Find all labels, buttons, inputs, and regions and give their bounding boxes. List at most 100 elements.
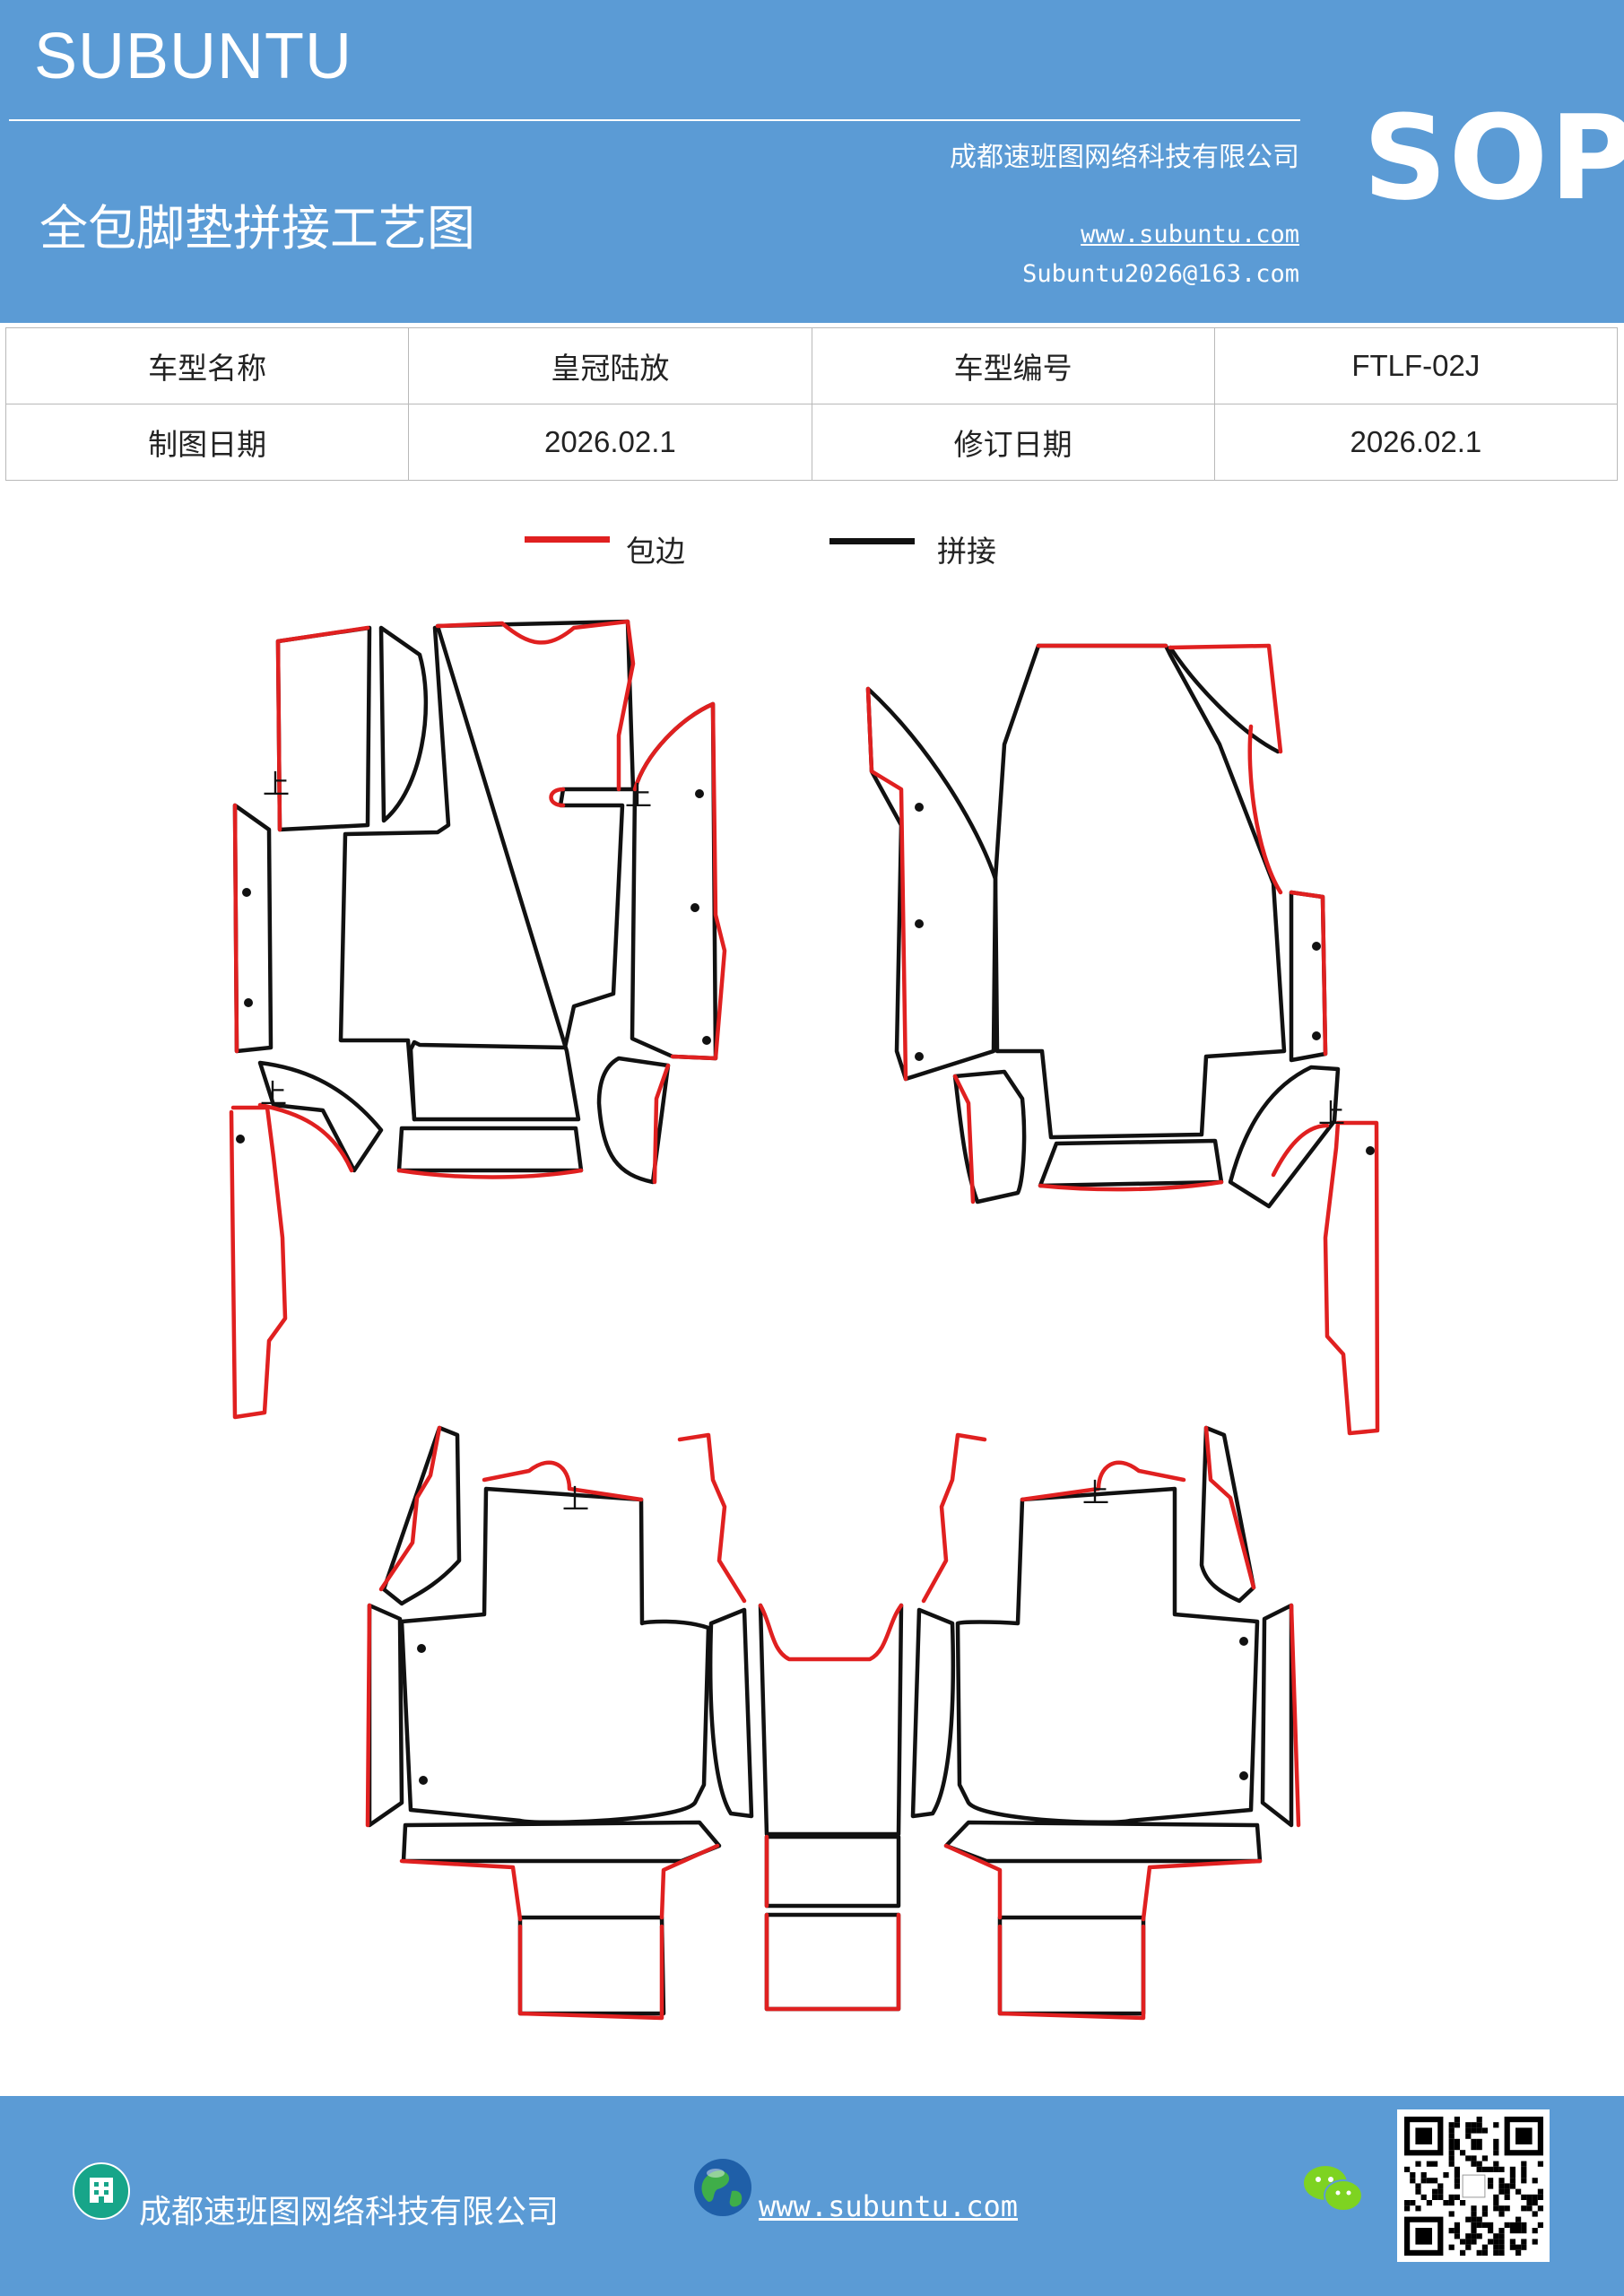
orientation-marks: 上上上上上上 [236,770,1375,1785]
header-divider [9,119,1300,121]
edge-segment [1247,724,1283,895]
up-mark: 上 [263,770,290,801]
draw-date-label: 制图日期 [4,404,410,481]
edge-segment [1289,1603,1301,1828]
table-row: 车型名称 皇冠陆放 车型编号 FTLF-02J [4,327,1619,404]
anchor-dot [695,789,704,798]
mat-piece [910,1607,956,1819]
model-name-value: 皇冠陆放 [408,327,812,404]
edge-segment [275,625,370,832]
edge-segment [365,1603,372,1828]
edge-segment [677,1432,747,1604]
mat-piece [952,1069,1027,1205]
mat-piece [367,1603,404,1828]
mat-piece [396,1126,584,1173]
footer-company-name: 成都速班图网络科技有限公司 [139,2194,560,2231]
seam-lines [232,619,1341,2016]
edge-segment [764,1912,901,2012]
edge-segment [652,1063,671,1185]
edge-segment [632,701,727,1061]
anchor-dot [419,1776,428,1785]
mat-piece [997,1915,1146,2016]
mat-piece [764,1834,901,1909]
edge-segment [257,1102,354,1173]
mat-piece [257,1060,384,1173]
anchor-dot [1239,1771,1248,1780]
anchor-dot [244,998,253,1007]
mat-piece [1260,1603,1294,1828]
edge-legend-label: 包边 [626,534,685,569]
globe-icon [694,2159,751,2216]
mat-piece [401,1820,722,1864]
email-address[interactable]: Subuntu2026@163.com [1022,260,1299,288]
draw-date-value: 2026.02.1 [408,404,812,481]
mat-piece [993,643,1287,1140]
brand-name: SUBUNTU [34,21,353,92]
edge-segment [659,1843,720,1920]
revise-date-label: 修订日期 [811,404,1215,481]
mat-piece [1168,645,1281,754]
wechat-icon [1304,2166,1363,2212]
mat-piece [378,625,429,823]
model-code-value: FTLF-02J [1213,327,1619,404]
edge-segment [1168,643,1283,754]
edge-segment [1141,1858,1263,1922]
building-icon [73,2162,130,2220]
page-title: 全包脚垫拼接工艺图 [39,200,475,257]
edge-segment [943,1843,1003,1920]
mat-piece [596,1056,671,1185]
qr-code[interactable] [1397,2109,1550,2262]
table-row: 制图日期 2026.02.1 修订日期 2026.02.1 [4,404,1619,481]
edge-segment [1203,1425,1256,1590]
anchor-dot [915,1052,924,1061]
model-name-label: 车型名称 [4,327,410,404]
seam-legend-swatch [829,538,915,544]
mat-piece [1199,1425,1256,1604]
mat-piece [1228,1065,1341,1209]
mat-piece [865,686,998,1082]
header-banner [0,0,1624,323]
mat-piece [1038,1138,1224,1188]
company-name: 成都速班图网络科技有限公司 [950,142,1299,173]
up-mark: 上 [625,781,652,813]
mat-piece [630,701,718,1061]
mat-piece [758,1603,904,1837]
anchor-dot [417,1644,426,1653]
up-mark: 上 [1082,1478,1109,1509]
website-link[interactable]: www.subuntu.com [1081,221,1299,248]
mat-piece [764,1912,901,2012]
mat-piece [338,625,451,1122]
anchor-dot [1366,1146,1375,1155]
edge-segment [997,1924,1146,2021]
sop-badge: SOP [1363,90,1624,226]
anchor-dot [1239,1637,1248,1646]
edge-segment [1020,1460,1186,1502]
mat-piece [275,625,372,832]
anchor-dot [915,803,924,812]
edge-segment [232,803,239,1054]
edge-segment [952,1074,976,1205]
anchor-dot [242,888,251,897]
edge-segment [517,1924,664,2021]
mat-piece [232,803,274,1054]
footer-website-link[interactable]: www.subuntu.com [759,2189,1018,2223]
anchor-dot [1312,1031,1321,1040]
mat-piece [517,1915,666,2016]
edge-segment [758,1603,904,1662]
edge-segment [921,1432,987,1604]
mat-piece [955,1486,1260,1825]
mat-piece [381,1425,462,1606]
anchor-dot [690,903,699,912]
anchor-dot [915,919,924,928]
anchor-dot [1312,942,1321,951]
mat-piece [399,1486,711,1825]
edge-segment [865,686,908,1082]
anchor-dot [702,1036,711,1045]
mat-piece [708,1607,754,1819]
edge-legend-swatch [525,536,610,543]
edge-segment [229,1105,288,1420]
edge-segment [396,1168,584,1179]
edge-segment [1323,1120,1380,1436]
edge-segment [435,619,636,792]
